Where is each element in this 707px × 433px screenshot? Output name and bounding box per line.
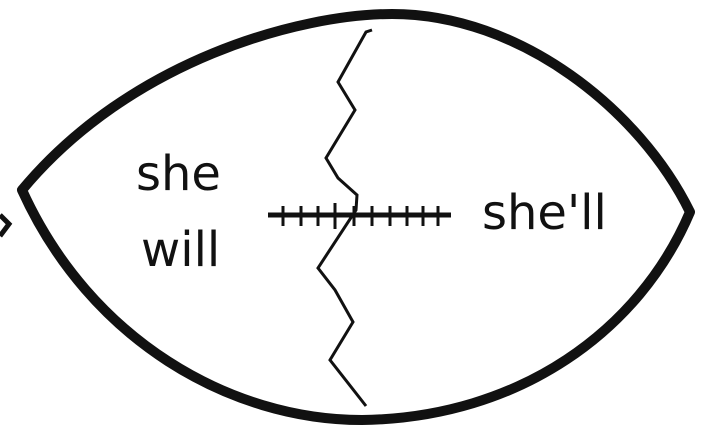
- right-contraction-shell: she'll: [482, 189, 607, 237]
- left-word-she: she: [136, 150, 221, 198]
- edge-fragment: [0, 215, 9, 236]
- left-word-will: will: [141, 226, 220, 274]
